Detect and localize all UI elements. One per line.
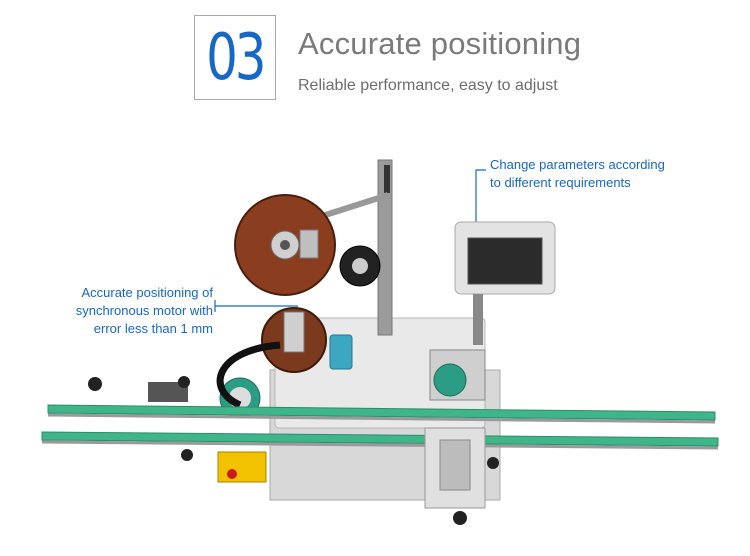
annotation-parameters-line-1: Change parameters according	[490, 157, 665, 172]
annotation-motor-line-2: synchronous motor with	[75, 303, 213, 318]
lower-bracket	[424, 427, 486, 509]
step-number: 03	[206, 20, 266, 95]
annotation-motor: Accurate positioning of synchronous moto…	[58, 284, 213, 338]
servo-motor	[429, 349, 486, 401]
annotation-motor-line-1: Accurate positioning of	[81, 285, 213, 300]
label-reel	[234, 194, 336, 296]
step-number-box: 03	[194, 15, 276, 100]
touch-screen-panel	[454, 221, 556, 345]
page-title: Accurate positioning	[298, 26, 582, 61]
control-box	[148, 382, 267, 483]
adjustment-knobs	[88, 376, 499, 525]
annotation-motor-line-3: error less than 1 mm	[93, 321, 213, 336]
page-subtitle: Reliable performance, easy to adjust	[298, 77, 558, 94]
annotation-leader-motor	[214, 300, 298, 312]
lower-reel	[261, 307, 327, 373]
conveyor	[41, 404, 719, 450]
annotation-parameters-line-2: to different requirements	[490, 175, 631, 190]
support-post	[377, 159, 393, 336]
annotation-parameters: Change parameters according to different…	[490, 156, 665, 192]
drive-roller	[339, 245, 381, 287]
annotation-leader-parameters	[475, 169, 486, 222]
